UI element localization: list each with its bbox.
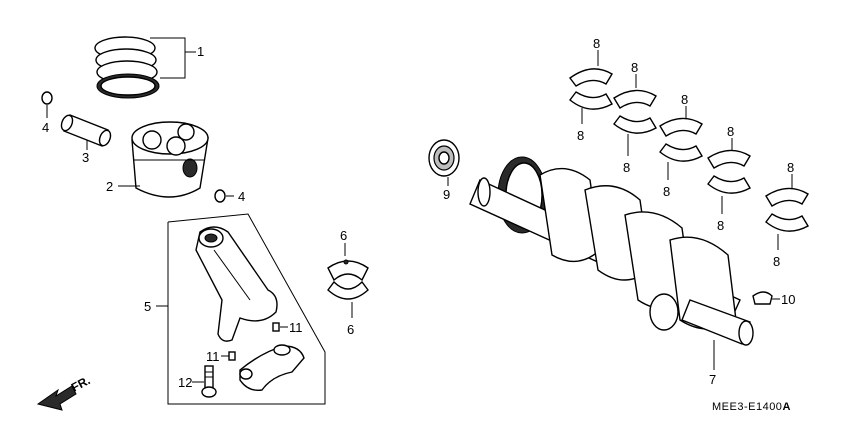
callout-8-5a: 8 (787, 160, 794, 175)
callout-8-1a: 8 (593, 36, 600, 51)
callout-8-1b: 8 (577, 128, 584, 143)
callout-3: 3 (82, 150, 89, 165)
front-direction-arrow-icon (36, 385, 77, 411)
callout-8-5b: 8 (773, 254, 780, 269)
connecting-rod-cap (239, 344, 305, 391)
rod-bearing-upper (327, 259, 369, 282)
woodruff-key (752, 291, 773, 305)
callout-7: 7 (709, 372, 716, 387)
rod-bearing-lower (327, 280, 369, 300)
circlip-left (41, 91, 53, 105)
circlip-right (214, 189, 226, 203)
crankshaft (469, 156, 754, 346)
needle-bearing (428, 139, 460, 177)
rod-bolt (201, 365, 217, 398)
callout-6-upper: 6 (340, 228, 347, 243)
callout-8-2a: 8 (631, 60, 638, 75)
callout-10: 10 (781, 292, 795, 307)
rod-nut-upper (272, 322, 280, 332)
callout-2: 2 (106, 179, 113, 194)
callout-8-3a: 8 (681, 92, 688, 107)
callout-4-left: 4 (42, 120, 49, 135)
callout-8-4a: 8 (727, 124, 734, 139)
leader-1 (150, 37, 196, 79)
callout-8-4b: 8 (717, 218, 724, 233)
callout-1: 1 (197, 44, 204, 59)
callout-8-3b: 8 (663, 184, 670, 199)
main-bearing-3 (659, 117, 703, 162)
callout-9: 9 (443, 187, 450, 202)
rod-group-bracket (167, 213, 326, 405)
diagram-code-main: MEE3-E1400 (712, 401, 782, 413)
diagram-code: MEE3-E1400A (712, 401, 791, 413)
callout-4-right: 4 (238, 189, 245, 204)
callout-11-lower: 11 (206, 349, 220, 364)
main-bearing-5 (765, 187, 809, 232)
piston-rings (94, 36, 160, 99)
main-bearing-2 (613, 89, 657, 134)
callout-12: 12 (178, 375, 192, 390)
callout-8-2b: 8 (623, 160, 630, 175)
callout-11-upper: 11 (289, 320, 303, 335)
callout-6-lower: 6 (347, 322, 354, 337)
piston (131, 121, 209, 198)
callout-5: 5 (144, 299, 151, 314)
diagram-code-suffix: A (782, 401, 790, 413)
main-bearing-4 (707, 149, 751, 194)
rod-nut-lower (228, 351, 236, 361)
connecting-rod (195, 226, 278, 342)
main-bearing-1 (569, 68, 613, 110)
piston-pin (60, 114, 112, 147)
